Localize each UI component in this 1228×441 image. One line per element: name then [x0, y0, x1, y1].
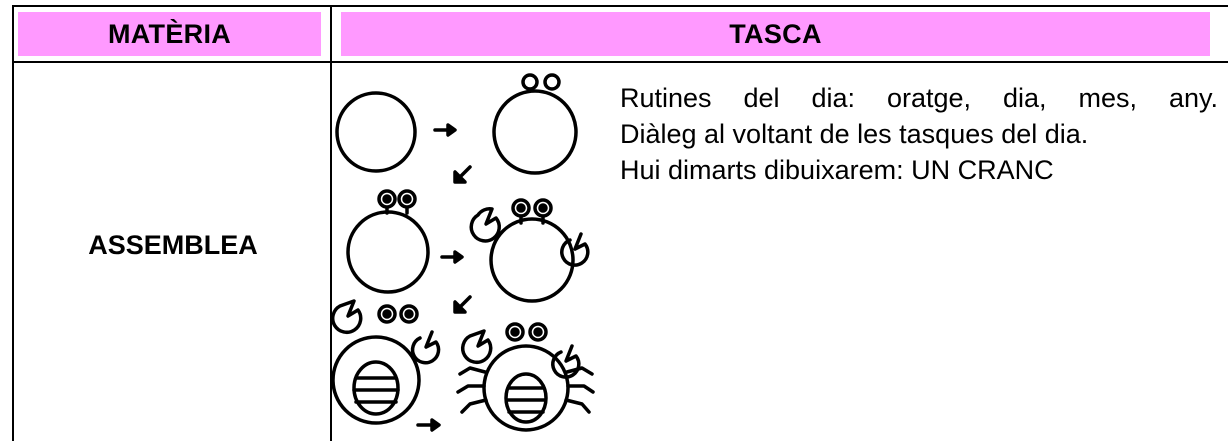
arrow-right-3: [416, 418, 441, 432]
step-5-crab-belly: [330, 299, 441, 425]
column-divider: [330, 5, 332, 441]
header-materia: MATÈRIA: [18, 12, 321, 56]
task-line-1: Rutines del dia: oratge, dia, mes, any.: [620, 83, 1218, 113]
header-tasca: TASCA: [341, 12, 1210, 56]
step-1-circle: [335, 91, 417, 173]
header-divider: [12, 61, 1228, 63]
step-2-circle-eyes: [492, 73, 578, 175]
crab-drawing-steps-image: [330, 73, 595, 432]
task-line-3: Hui dimarts dibuixarem: UN CRANC: [620, 155, 1054, 185]
table-border-left: [12, 5, 14, 441]
step-6-crab-complete: [456, 322, 595, 432]
subject-cell: ASSEMBLEA: [88, 230, 258, 260]
arrow-diag-2: [453, 295, 472, 314]
step-4-crab-claws: [469, 198, 590, 303]
task-line-2: Diàleg al voltant de les tasques del dia…: [620, 119, 1089, 149]
header-tasca-label: TASCA: [729, 18, 822, 49]
table-border-top: [12, 5, 1228, 7]
header-materia-label: MATÈRIA: [107, 18, 232, 49]
arrow-right-1: [433, 123, 457, 137]
step-3-circle-eyes: [346, 189, 430, 294]
task-description: Rutines del dia: oratge, dia, mes, any. …: [620, 80, 1218, 188]
arrow-diag-1: [453, 165, 472, 184]
arrow-right-2: [440, 250, 464, 264]
